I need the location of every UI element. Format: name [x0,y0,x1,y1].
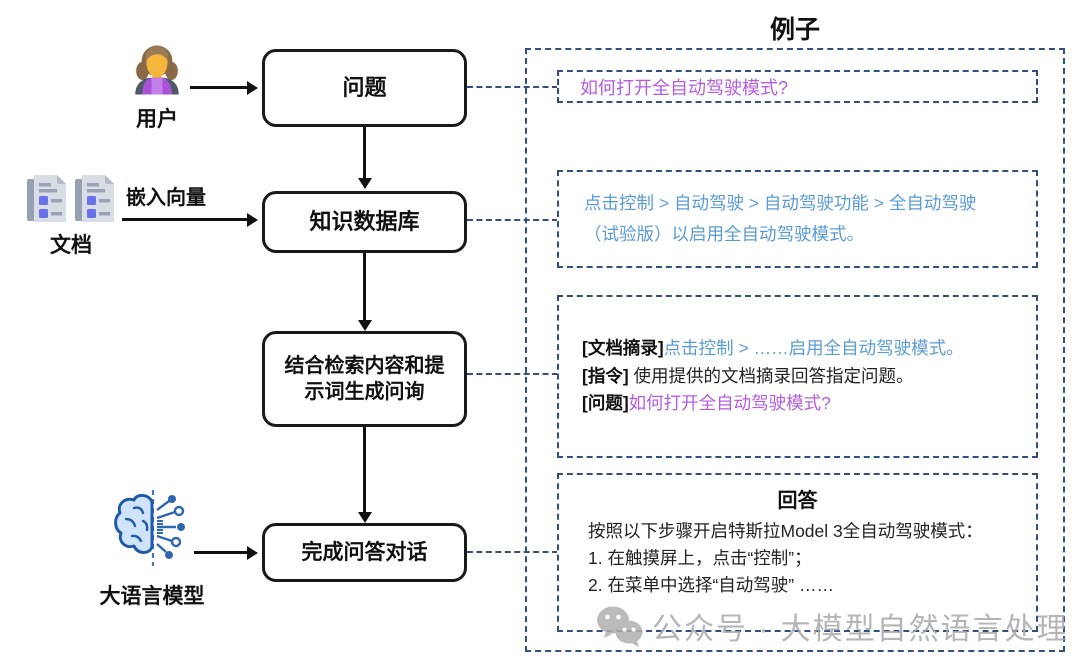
documents-label: 文档 [50,234,92,257]
user-label: 用户 [136,108,178,131]
prompt-instruction-line: [指令] 使用提供的文档摘录回答指定问题。 [582,363,1036,391]
combine-node-line1: 结合检索内容和提 [284,355,445,377]
brain-circuit-icon [114,488,190,568]
arrow-docs-to-kb [122,218,247,221]
answer-line1: 按照以下步骤开启特斯拉Model 3全自动驾驶模式： [588,521,983,541]
knowledge-db-node: 知识数据库 [262,191,467,253]
prompt-instruction-text: 使用提供的文档摘录回答指定问题。 [633,365,914,386]
example-panel-title: 例子 [769,16,820,44]
example-retrieval-line2: （试验版）以启用全自动驾驶模式。 [584,224,864,244]
example-panel-frame [525,48,1065,652]
qa-complete-node: 完成问答对话 [262,523,467,582]
qa-complete-node-label: 完成问答对话 [301,540,428,564]
example-question-text: 如何打开全自动驾驶模式? [580,77,789,98]
connector-question-example [467,86,558,88]
prompt-instruction-tag: [指令] [582,365,634,386]
connector-combine-example [467,373,558,375]
example-prompt-box: [文档摘录]点击控制 > ……启用全自动驾驶模式。 [指令] 使用提供的文档摘录… [557,295,1038,458]
example-question-box: 如何打开全自动驾驶模式? [557,70,1038,103]
answer-line3: 2. 在菜单中选择“自动驾驶” …… [588,575,834,595]
arrow-kb-to-combine [363,253,366,321]
wechat-icon [597,606,643,647]
watermark: 公众号 · 大模型自然语言处理 [596,604,1069,648]
answer-line2: 1. 在触摸屏上，点击“控制”； [588,548,812,568]
arrow-combine-to-answer [363,427,366,513]
prompt-question-tag: [问题] [582,393,629,414]
connector-answer-example [467,551,558,553]
arrow-user-to-question [190,86,247,89]
arrow-llm-to-answer [194,551,247,554]
embedding-arrow-label: 嵌入向量 [126,187,206,209]
watermark-text: 公众号 · 大模型自然语言处理 [652,613,1069,646]
question-node-label: 问题 [342,74,387,100]
llm-label: 大语言模型 [99,585,205,608]
prompt-doc-text: 点击控制 > ……启用全自动驾驶模式。 [663,338,964,359]
combine-node-line2: 示词生成问询 [304,381,425,403]
combine-prompt-node: 结合检索内容和提 示词生成问询 [262,331,467,427]
prompt-question-text: 如何打开全自动驾驶模式? [628,393,831,414]
question-node: 问题 [262,49,467,127]
prompt-question-line: [问题]如何打开全自动驾驶模式? [582,390,1036,418]
documents-icon [26,174,116,228]
prompt-doc-line: [文档摘录]点击控制 > ……启用全自动驾驶模式。 [582,335,1036,363]
arrow-question-to-kb [363,127,366,179]
example-retrieval-box: 点击控制 > 自动驾驶 > 自动驾驶功能 > 全自动驾驶 （试验版）以启用全自动… [557,170,1038,268]
knowledge-db-node-label: 知识数据库 [309,208,420,234]
connector-kb-example [467,219,558,221]
user-icon [128,38,186,102]
answer-title: 回答 [777,490,818,512]
example-retrieval-line1: 点击控制 > 自动驾驶 > 自动驾驶功能 > 全自动驾驶 [584,193,977,213]
example-answer-box: 回答 按照以下步骤开启特斯拉Model 3全自动驾驶模式： 1. 在触摸屏上，点… [557,473,1038,632]
prompt-doc-tag: [文档摘录] [582,338,664,359]
